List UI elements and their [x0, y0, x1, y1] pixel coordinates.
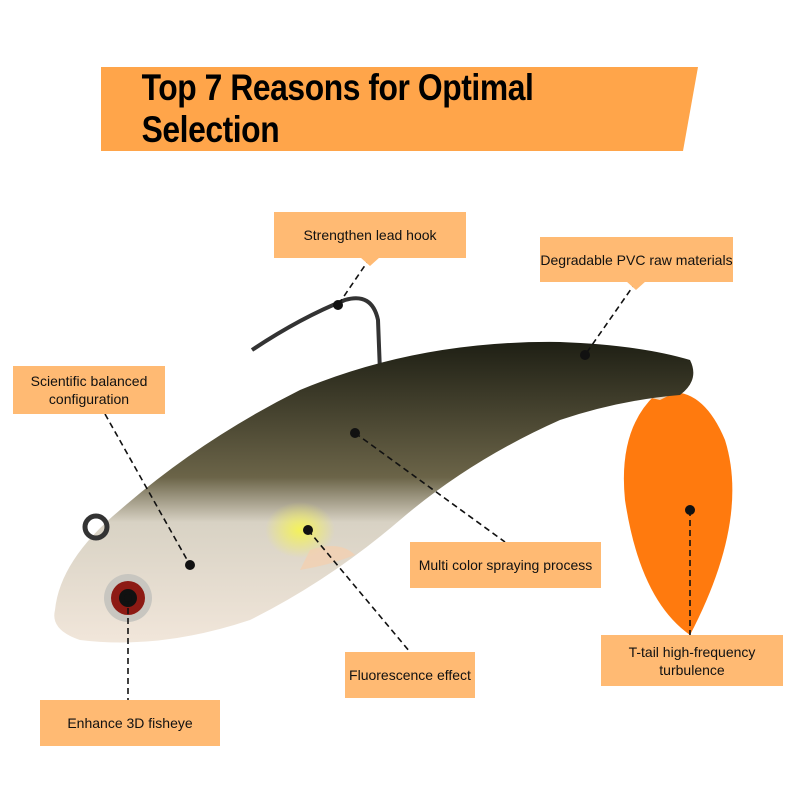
label-pointers: [360, 257, 646, 290]
leader-dots: [124, 300, 695, 602]
lure-body: [54, 341, 694, 643]
label-fisheye: Enhance 3D fisheye: [40, 700, 220, 746]
fluorescent-spot: [265, 502, 335, 558]
line-eyelet: [82, 513, 110, 541]
tail-fin: [623, 392, 733, 635]
hook: [250, 296, 382, 373]
leader-lines: [104, 257, 691, 700]
label-spraying: Multi color spraying process: [410, 542, 601, 588]
label-balanced: Scientific balanced configuration: [13, 366, 165, 414]
label-hook: Strengthen lead hook: [274, 212, 466, 258]
label-tail: T-tail high-frequency turbulence: [601, 635, 783, 686]
page-title: Top 7 Reasons for Optimal Selection: [141, 67, 534, 150]
label-fluorescence: Fluorescence effect: [345, 652, 475, 698]
banner-shape: [101, 67, 698, 151]
label-pvc: Degradable PVC raw materials: [540, 237, 733, 282]
pectoral-fin: [300, 546, 355, 570]
title-banner: Top 7 Reasons for Optimal Selection: [101, 67, 698, 151]
